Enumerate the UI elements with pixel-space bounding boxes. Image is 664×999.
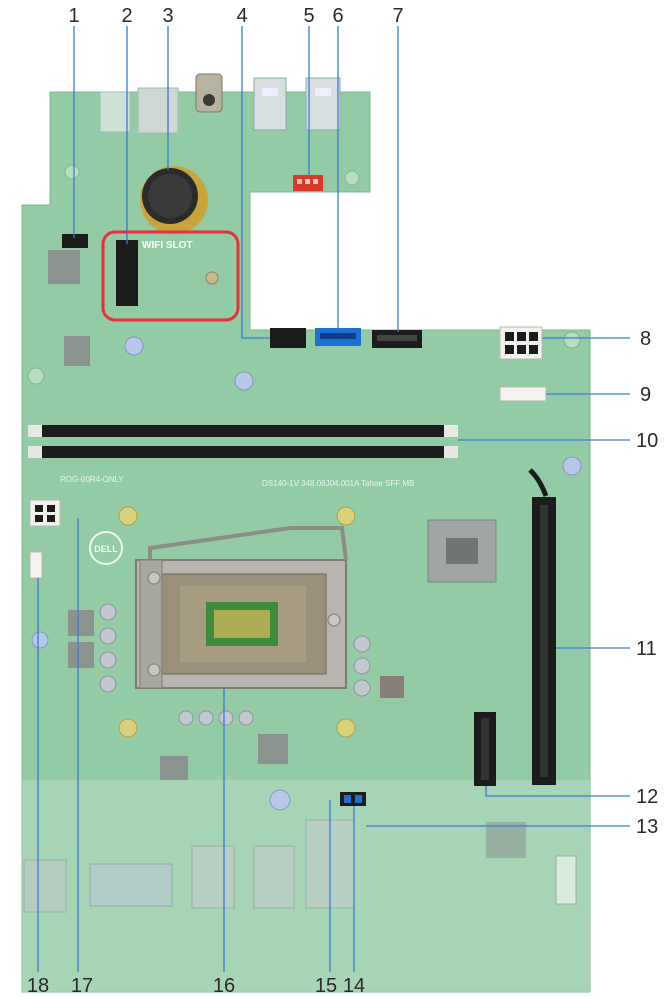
- callout-4: 4: [236, 5, 247, 27]
- chip: [64, 336, 90, 366]
- chip: [48, 250, 80, 284]
- cpu-fan-connector: [29, 551, 43, 579]
- chipset: [427, 519, 497, 583]
- chip: [380, 676, 404, 698]
- pin-header: [62, 234, 88, 248]
- silkscreen-board: DS140-1V 348.06J04.001A Tahoe SFF MB: [262, 479, 414, 488]
- power-connector-6pin: [499, 326, 543, 360]
- callout-5: 5: [303, 5, 314, 27]
- callout-10: 10: [636, 430, 658, 452]
- chip: [68, 610, 94, 636]
- callout-13: 13: [636, 816, 658, 838]
- callout-12: 12: [636, 786, 658, 808]
- wifi-slot-area: WIFI SLOT: [101, 230, 240, 322]
- callout-9: 9: [640, 384, 651, 406]
- audio-jack: [195, 73, 223, 113]
- chip: [160, 756, 188, 780]
- leader-lines: [37, 26, 630, 972]
- callout-2: 2: [121, 5, 132, 27]
- rear-io-top: [64, 73, 360, 186]
- sata-power-connector: [499, 386, 547, 402]
- callout-15: 15: [315, 975, 337, 997]
- callout-14: 14: [343, 975, 365, 997]
- silkscreen-part: ROG-00R4-ONLY: [60, 475, 125, 484]
- coin-cell-battery: [140, 166, 208, 234]
- callout-16: 16: [213, 975, 235, 997]
- fan-connector: [293, 175, 323, 191]
- usb-port: [305, 77, 341, 131]
- callout-labels: 1 2 3 4 5 6 7 8 9 10 11 12 13 14 15 16 1…: [27, 5, 658, 997]
- callout-3: 3: [162, 5, 173, 27]
- callout-6: 6: [332, 5, 343, 27]
- chip: [68, 642, 94, 668]
- callout-11: 11: [636, 638, 657, 660]
- wifi-slot-label: WIFI SLOT: [142, 240, 193, 251]
- chip: [258, 734, 288, 764]
- cpu-power-connector: [29, 499, 61, 527]
- pcie-x1-slot: [474, 712, 496, 786]
- usb-port: [253, 77, 287, 131]
- callout-18: 18: [27, 975, 49, 997]
- memory-slot: [28, 446, 458, 458]
- memory-slot: [28, 425, 458, 437]
- callout-7: 7: [392, 5, 403, 27]
- callout-8: 8: [640, 328, 651, 350]
- svg-text:DELL: DELL: [94, 544, 118, 554]
- callout-1: 1: [68, 5, 79, 27]
- pcie-x16-slot: [528, 468, 556, 785]
- dell-logo: DELL: [89, 531, 123, 565]
- callout-17: 17: [71, 975, 93, 997]
- sata-connector-black: [372, 330, 422, 348]
- power-connector-small: [270, 328, 306, 348]
- cpu-socket: [135, 526, 348, 689]
- sata-connector-blue: [315, 328, 361, 346]
- jumper-block: [340, 792, 366, 806]
